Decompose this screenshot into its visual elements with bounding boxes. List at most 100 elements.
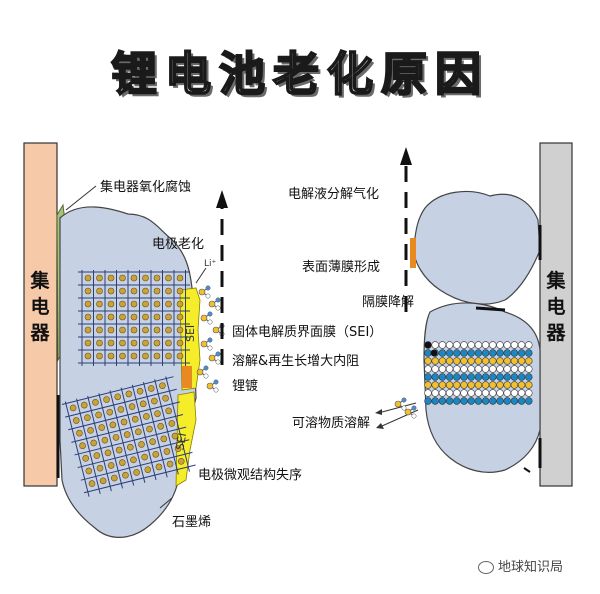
lattice-ion: [119, 300, 126, 308]
cathode-ion: [517, 357, 526, 365]
cathode-ion: [438, 365, 447, 373]
lattice-ion: [130, 300, 138, 308]
cathode-ion: [453, 357, 461, 365]
cathode-ion: [474, 389, 483, 397]
lattice-ion: [107, 352, 115, 360]
lattice-ion: [153, 287, 161, 295]
cathode-ion: [517, 341, 526, 349]
lattice-ion: [119, 459, 126, 466]
lattice-ion: [90, 439, 98, 447]
cathode-defect: [430, 349, 438, 357]
cathode-ion: [496, 357, 504, 365]
cathode-ion: [467, 397, 475, 405]
left-collector-plate: [23, 142, 58, 487]
lattice-ion: [130, 339, 138, 347]
sei-orange-bit: [182, 366, 192, 388]
lattice-ion: [142, 326, 149, 334]
cathode-ion: [525, 357, 533, 365]
lattice-ion: [76, 429, 83, 437]
lattice-ion: [165, 287, 172, 295]
cathode-ion: [503, 365, 511, 373]
lattice-ion: [165, 352, 172, 360]
cathode-ion: [489, 397, 497, 405]
lattice-ion: [84, 352, 92, 360]
lattice-ion: [130, 313, 138, 321]
left-collector-label: 集电器: [30, 270, 50, 344]
lattice-ion: [119, 339, 126, 347]
lattice-ion: [176, 326, 184, 334]
lattice-line: [120, 387, 146, 483]
lattice-line: [154, 379, 179, 475]
cathode-ion: [496, 373, 504, 381]
lattice-ion: [107, 287, 115, 295]
cathode-ion: [517, 389, 526, 397]
lattice-ion: [96, 352, 103, 360]
cathode-ion: [525, 373, 533, 381]
lattice-ion: [159, 382, 166, 389]
lattice-ion: [107, 274, 115, 282]
cathode-ion: [496, 349, 504, 357]
lattice-line: [109, 390, 135, 486]
lattice-ion: [119, 274, 126, 282]
lattice-ion: [96, 326, 103, 334]
lattice-ion: [147, 385, 155, 392]
lattice-ion: [142, 339, 149, 347]
lattice-ion: [96, 464, 104, 472]
cathode-ion: [431, 381, 439, 389]
cathode-ion: [481, 381, 490, 389]
lattice-ion: [165, 313, 172, 321]
label-collector-corrosion: 集电器氧化腐蚀: [100, 180, 192, 195]
cathode-ion: [517, 349, 526, 357]
cathode-ion: [525, 349, 533, 357]
lattice-ion: [96, 313, 103, 321]
lattice-ion: [165, 407, 172, 415]
separator-mark: [475, 306, 506, 312]
soluble-arrows: [375, 402, 419, 429]
lattice-ion: [143, 413, 150, 420]
cathode-ion: [460, 397, 468, 405]
right-crack: [523, 467, 531, 473]
cathode-ion: [424, 397, 432, 405]
li-ion-label: Li⁺: [204, 259, 217, 269]
lattice-ion: [119, 326, 126, 334]
cathode-defect: [424, 341, 432, 349]
lattice-ion: [160, 435, 168, 443]
wechat-icon: [478, 561, 494, 574]
cathode-ion: [481, 397, 490, 405]
cathode-ion: [517, 365, 526, 373]
lattice-ion: [163, 448, 171, 455]
lattice-ion: [92, 399, 99, 406]
lattice-ion: [98, 424, 106, 431]
lattice-ion: [87, 427, 94, 434]
cathode-ion: [453, 373, 461, 381]
cathode-ion: [517, 373, 526, 381]
cathode-ion: [510, 341, 519, 349]
lattice-ion: [84, 339, 92, 347]
cathode-ion: [525, 381, 533, 389]
cathode-ion: [460, 381, 468, 389]
lattice-ion: [165, 339, 172, 347]
ion-molecule: [206, 379, 219, 393]
lattice-ion: [114, 393, 122, 401]
lattice-ion: [142, 300, 149, 308]
cathode-ion: [424, 365, 432, 373]
lattice-ion: [109, 421, 117, 429]
cathode-ion: [503, 397, 511, 405]
label-soluble-dissolve: 可溶物质溶解: [292, 416, 371, 431]
cathode-ion: [474, 365, 483, 373]
soluble-molecule: [404, 405, 417, 419]
lattice-ion: [128, 403, 136, 410]
cathode-ion: [481, 357, 490, 365]
lattice-ion: [153, 326, 161, 334]
cathode-ion: [431, 389, 439, 397]
cathode-ion: [445, 389, 454, 397]
lattice-line: [165, 376, 190, 472]
cathode-ion: [510, 349, 519, 357]
lattice-ion: [119, 352, 126, 360]
lattice-ion: [171, 432, 179, 440]
lattice-ion: [93, 452, 101, 459]
lattice-ion: [165, 274, 172, 282]
cathode-ion: [510, 389, 519, 397]
cathode-ion: [510, 381, 519, 389]
